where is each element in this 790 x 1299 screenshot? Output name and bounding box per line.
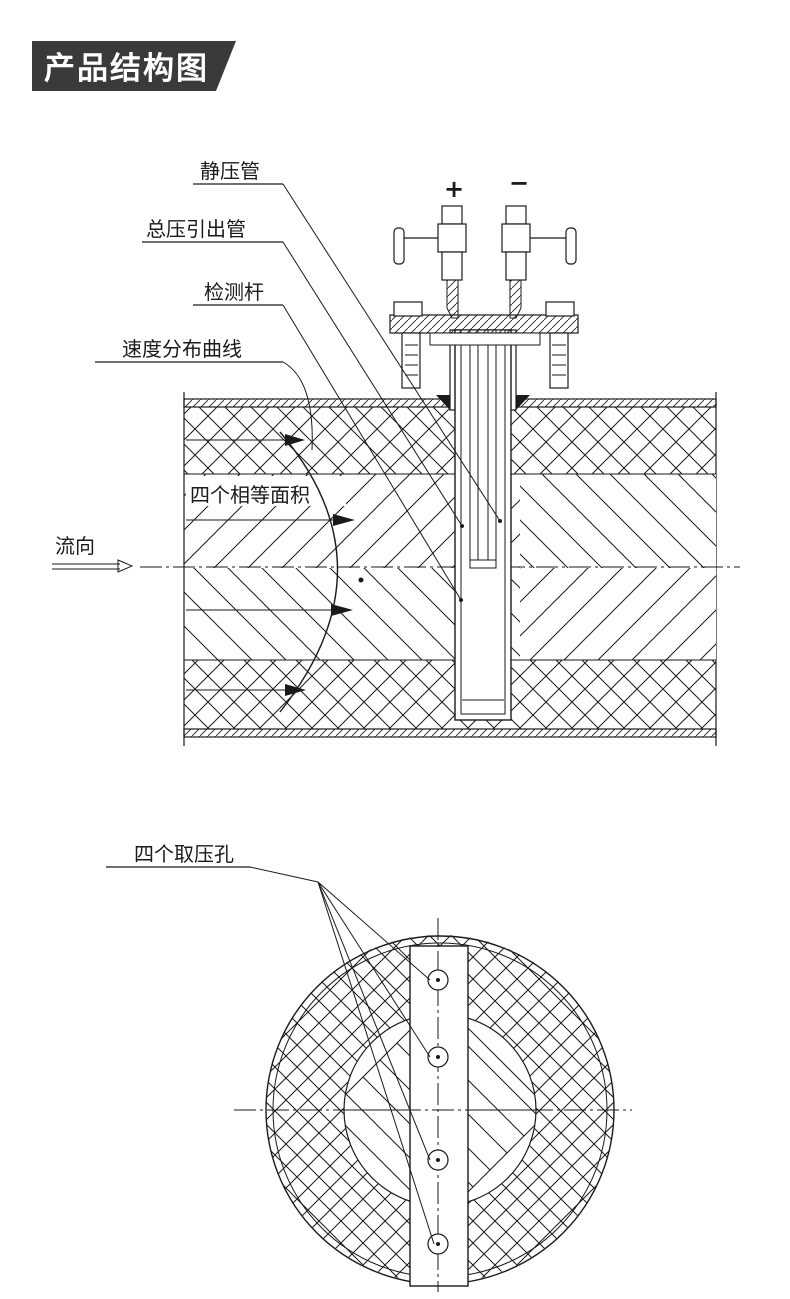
page-title: 产品结构图 — [44, 51, 209, 87]
flange-plate — [389, 314, 579, 334]
label-velocity-curve: 速度分布曲线 — [122, 337, 242, 361]
negative-sign: − — [509, 169, 529, 197]
flow-arrow-icon — [52, 559, 134, 573]
label-four-pressure-holes: 四个取压孔 — [134, 842, 234, 866]
label-total-pressure-tube: 总压引出管 — [146, 217, 246, 241]
flange-assembly: + − — [389, 169, 579, 410]
label-probe-rod: 检测杆 — [204, 280, 264, 304]
flange-bolt-right — [545, 301, 575, 389]
title-banner: 产品结构图 — [32, 41, 236, 91]
probe-rod — [449, 329, 517, 721]
pipe-wall-bottom — [183, 728, 717, 738]
callouts-top: 静压管 总压引出管 检测杆 速度分布曲线 四个相等面积 流向 — [52, 159, 501, 601]
pressure-holes — [427, 969, 449, 1255]
flange-bolt-left — [393, 301, 423, 389]
area-band-4 — [184, 660, 716, 729]
probe-strip — [409, 945, 469, 1287]
pipe-section — [140, 392, 740, 746]
valve-negative[interactable] — [501, 205, 577, 319]
positive-sign: + — [444, 175, 464, 203]
velocity-profile — [186, 431, 364, 713]
velocity-curve — [279, 431, 339, 713]
valve-positive[interactable] — [393, 205, 467, 319]
arrow-icon — [285, 434, 305, 446]
label-flow-direction: 流向 — [55, 534, 95, 558]
callouts-bottom: 四个取压孔 — [106, 842, 435, 1245]
title-banner-background — [32, 41, 236, 91]
label-four-equal-areas: 四个相等面积 — [190, 483, 310, 507]
arrow-icon — [333, 514, 355, 526]
arrow-icon — [285, 684, 306, 696]
arrow-icon — [331, 604, 353, 616]
label-static-tube: 静压管 — [200, 159, 260, 183]
pipe-cross-section — [234, 918, 632, 1292]
